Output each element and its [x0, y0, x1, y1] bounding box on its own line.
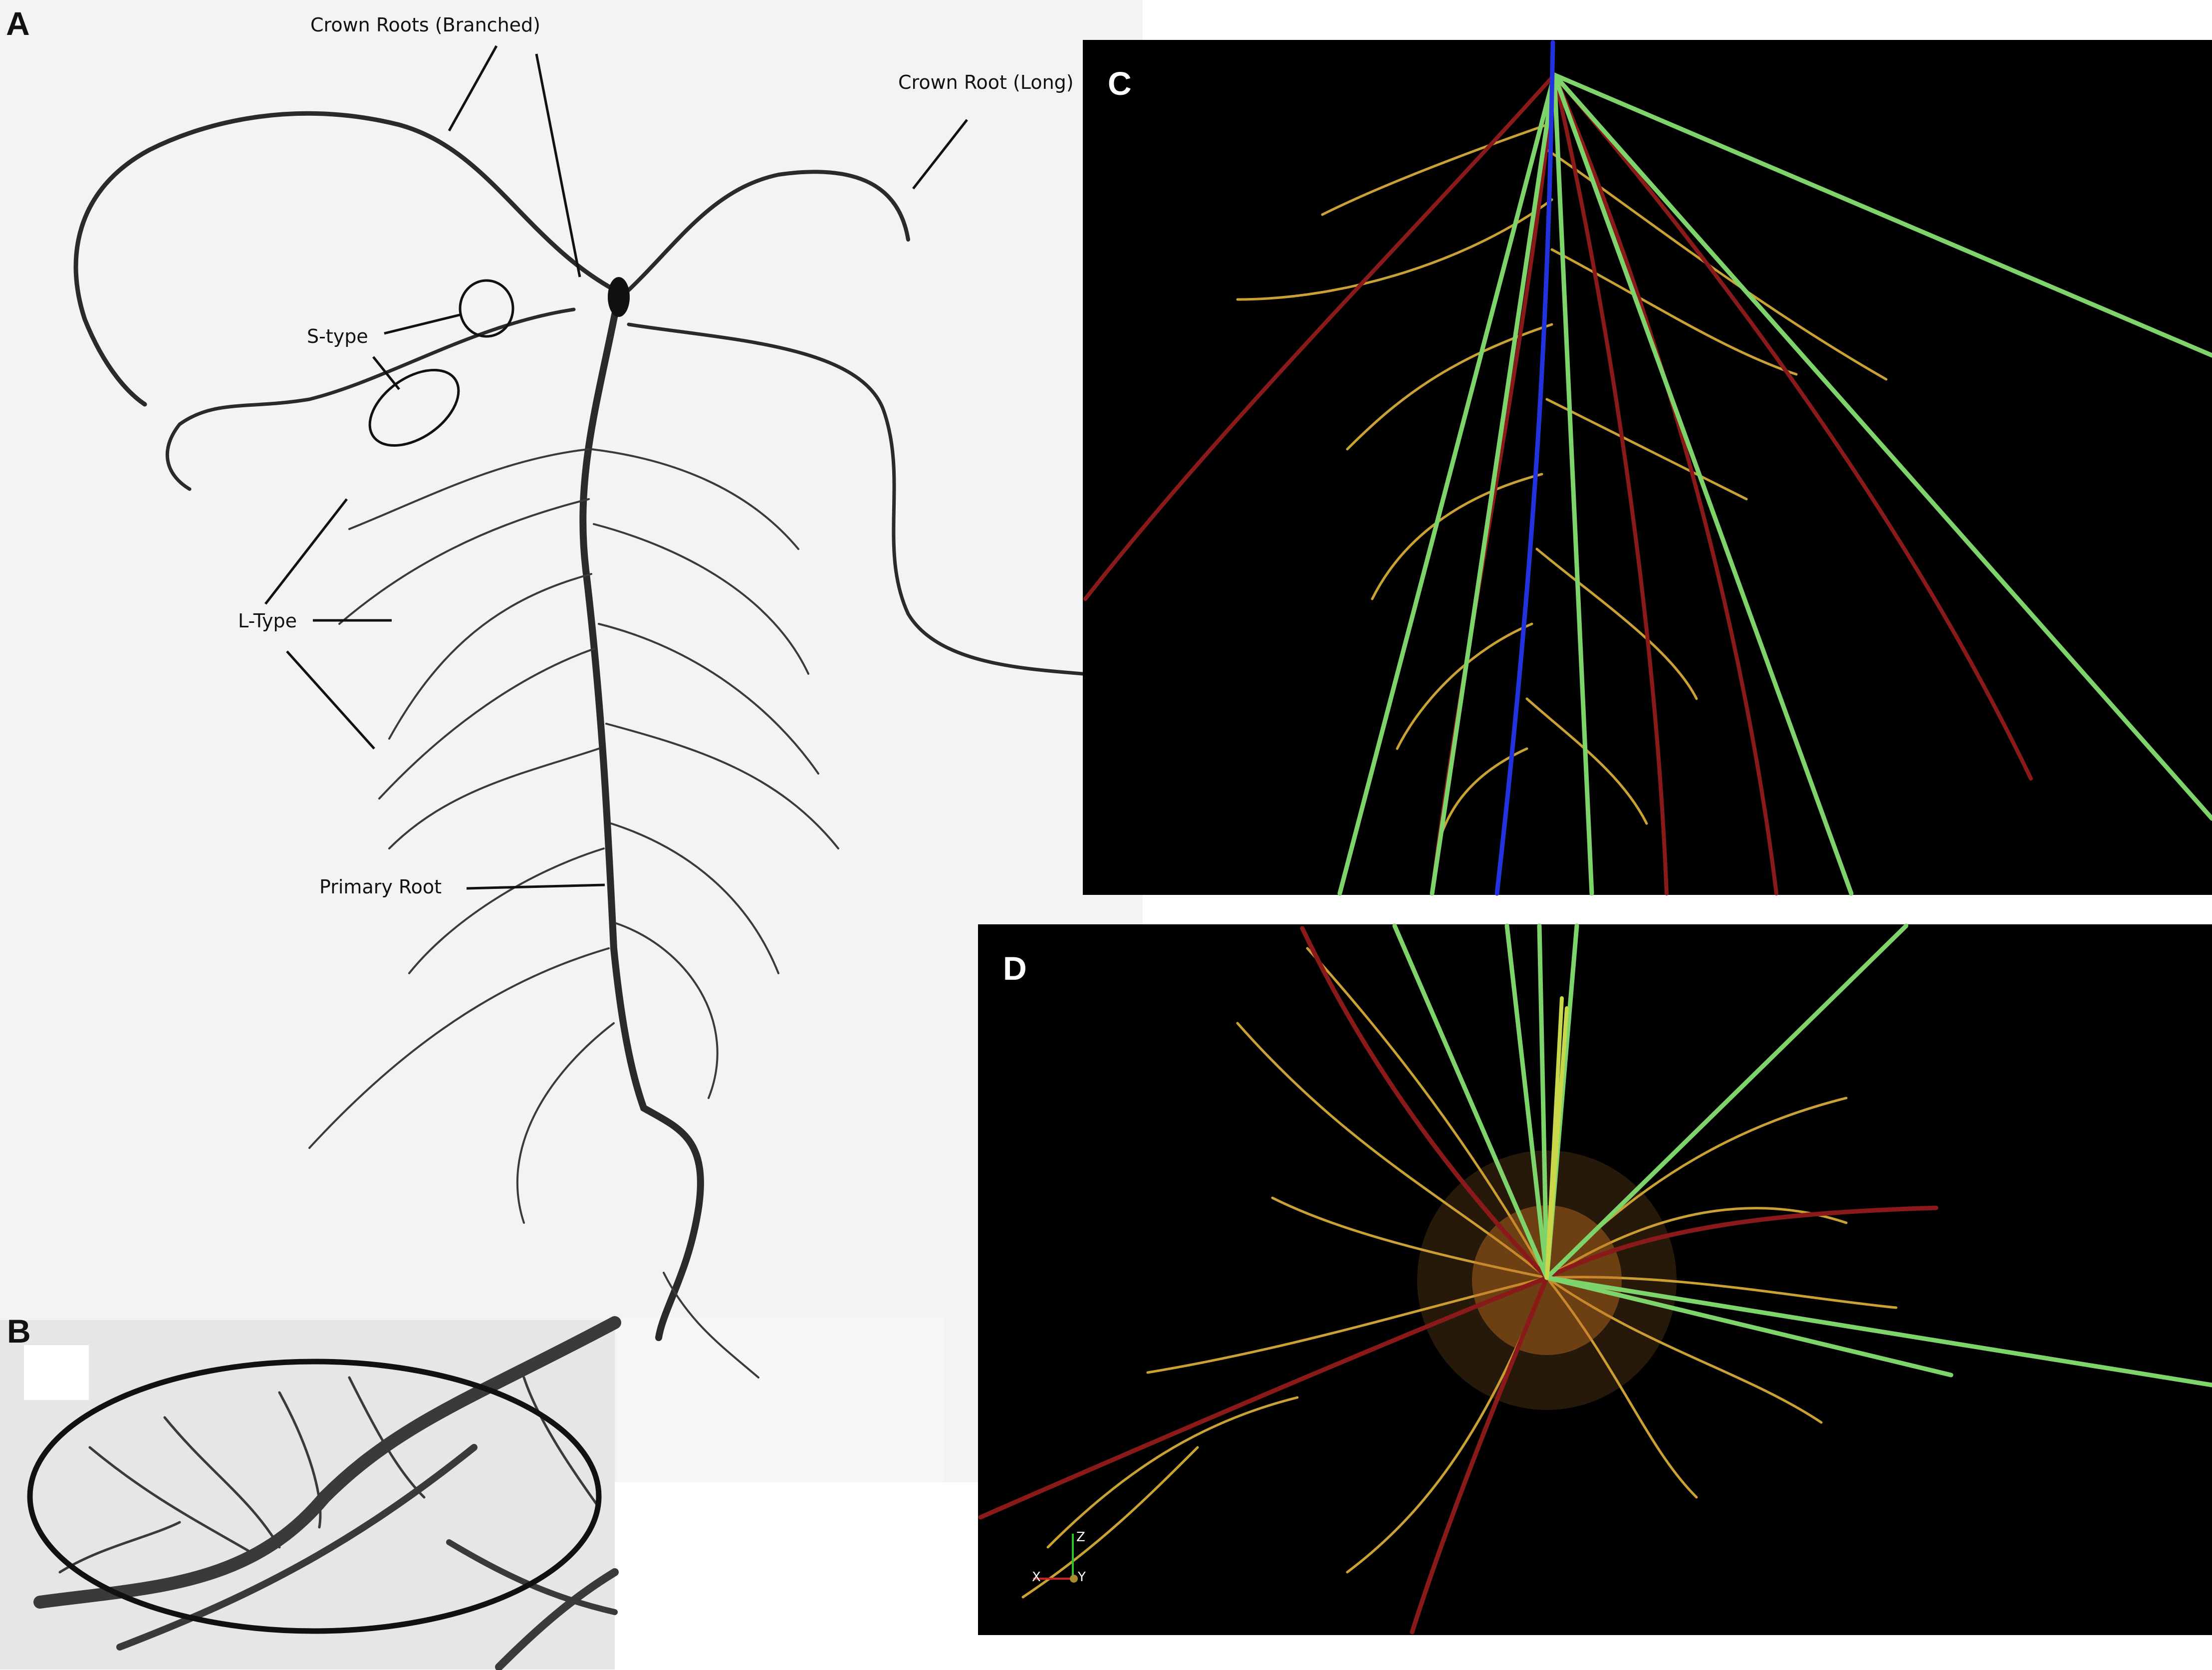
panel-letter-d: D	[1003, 950, 1027, 987]
panel-letter-b: B	[7, 1313, 31, 1350]
panel-b: B	[0, 1313, 621, 1670]
panel-c-crown-roots	[1337, 72, 2212, 896]
panel-b-highlight-ellipse	[27, 1359, 602, 1634]
axis-y-label: Y	[1077, 1570, 1086, 1585]
panel-c: C	[1083, 40, 2212, 896]
panel-d-center-shoots	[1545, 996, 1569, 1280]
s-type-circle-1	[459, 279, 514, 338]
root-system-drawing	[73, 111, 1085, 1379]
s-type-circle-2	[368, 368, 460, 447]
panel-c-background	[1083, 40, 2212, 895]
panel-c-laterals	[1236, 123, 1888, 850]
panel-b-white-patch	[24, 1345, 89, 1400]
panel-d-roots	[978, 923, 2212, 1635]
axis-y-marker	[1070, 1575, 1078, 1583]
primary-root	[579, 291, 704, 1341]
label-crown-roots-branched: Crown Roots (Branched)	[310, 14, 540, 36]
lateral-roots	[308, 448, 839, 1379]
panel-d: Z X Y D	[978, 923, 2212, 1635]
crown-root-long	[619, 170, 910, 299]
label-s-type: S-type	[307, 325, 368, 347]
label-l-type: L-Type	[238, 610, 297, 632]
panel-c-primary-root	[1494, 40, 1555, 896]
panel-letter-c: C	[1108, 65, 1132, 102]
panel-a: Crown Roots (Branched) Crown Root (Long)…	[0, 0, 1143, 1482]
panel-d-background	[978, 924, 2212, 1635]
axis-triad: Z X Y	[1032, 1530, 1086, 1585]
panel-d-seminal-roots	[978, 926, 1939, 1635]
panel-c-roots	[1083, 40, 2212, 896]
label-primary-root: Primary Root	[319, 876, 442, 898]
axis-x-label: X	[1032, 1570, 1041, 1585]
panel-a-lower-strip	[616, 1318, 943, 1482]
crown-root-branched-inner	[165, 307, 576, 491]
crown-root-branched-left	[73, 111, 616, 407]
label-crown-root-long: Crown Root (Long)	[898, 71, 1074, 93]
panel-a-background	[0, 0, 1143, 1482]
crown-root-long-lower	[627, 322, 1085, 676]
seed-node	[608, 277, 630, 317]
panel-b-roots	[33, 1316, 621, 1670]
leader-lines	[264, 45, 968, 890]
axis-z-label: Z	[1076, 1530, 1085, 1545]
panel-letter-a: A	[6, 5, 30, 42]
